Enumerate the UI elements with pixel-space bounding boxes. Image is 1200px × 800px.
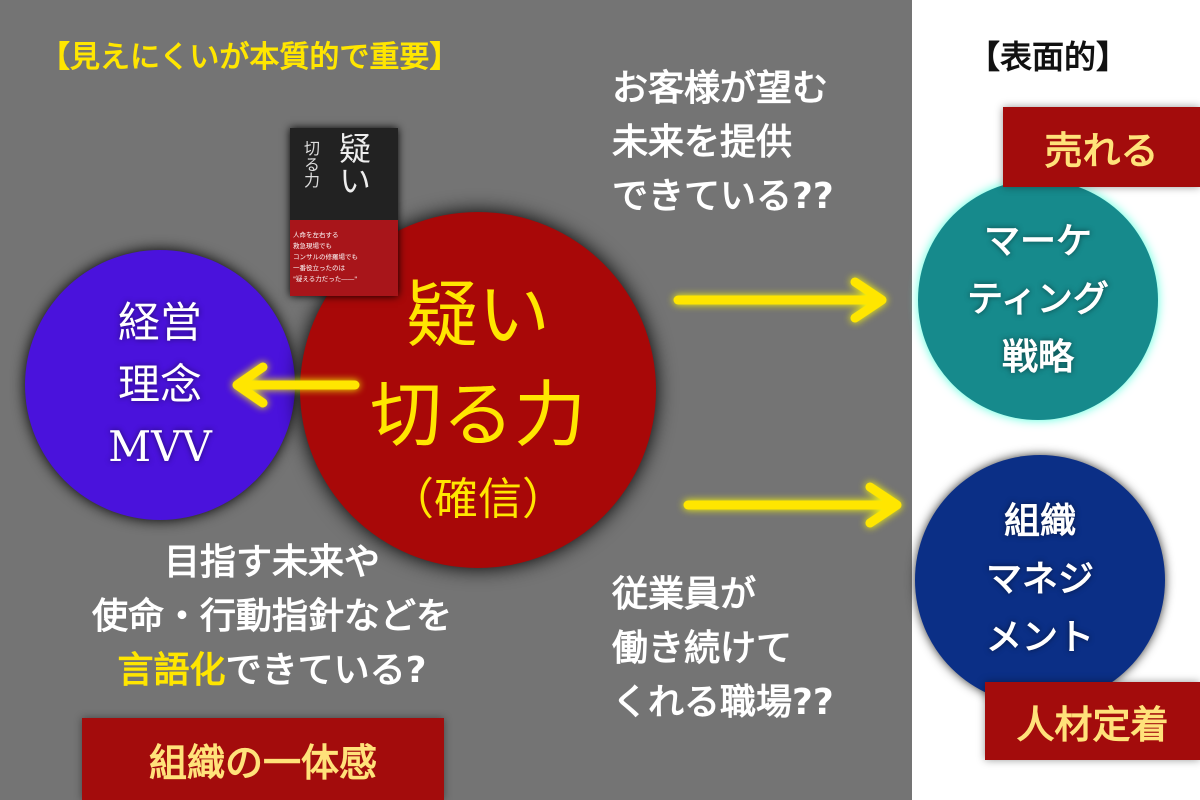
mvv-line: 経営: [117, 298, 202, 347]
center-title-3: （確信）: [390, 474, 566, 525]
org-line: マネジ: [985, 559, 1094, 600]
org-management-circle: 組織 マネジ メント: [915, 455, 1165, 705]
org-line: メント: [985, 617, 1094, 658]
book-title-2: 切る力: [301, 140, 320, 188]
book-blurb: 救急現場でも: [293, 242, 332, 250]
label-unity: 組織の一体感: [82, 718, 444, 800]
marketing-circle: マーケ ティング 戦略: [918, 180, 1158, 420]
book-cover: 切る力 疑い 人命を左右する 救急現場でも コンサルの修羅場でも 一番役立ったの…: [290, 128, 398, 296]
book-blurb: コンサルの修羅場でも: [293, 253, 358, 261]
question-line: 使命・行動指針などを: [91, 596, 452, 637]
question-line: 言語化できている?: [52, 644, 492, 698]
mvv-line: 理念: [117, 360, 202, 409]
book-blurb: 一番役立ったのは: [293, 264, 345, 272]
customer-question: お客様が望む 未来を提供 できている??: [612, 62, 834, 224]
highlight-verbalize: 言語化: [117, 650, 226, 691]
question-line: 目指す未来や: [163, 542, 380, 583]
question-line: 未来を提供: [612, 122, 793, 163]
question-line: 働き続けて: [612, 628, 793, 669]
marketing-line: 戦略: [1001, 337, 1074, 378]
label-sells: 売れる: [1003, 107, 1200, 187]
header-surface: 【表面的】: [968, 38, 1129, 76]
book-title-1: 疑い: [334, 132, 372, 196]
mvv-line: MVV: [108, 422, 212, 471]
center-title-2: 切る力: [369, 373, 586, 457]
question-rest: できている?: [225, 650, 427, 691]
arrow-to-mvv: [232, 362, 360, 408]
question-line: できている??: [612, 176, 834, 217]
question-line: くれる職場??: [612, 682, 834, 723]
book-blurb: "疑える力だった――": [293, 275, 358, 283]
arrow-to-org: [683, 482, 902, 528]
employee-question: 従業員が 働き続けて くれる職場??: [612, 568, 834, 730]
mvv-question: 目指す未来や 使命・行動指針などを 言語化できている?: [52, 536, 492, 698]
question-line: お客様が望む: [612, 68, 829, 109]
marketing-line: マーケ: [983, 221, 1092, 262]
arrow-to-marketing: [673, 277, 887, 323]
header-essential: 【見えにくいが本質的で重要】: [40, 40, 460, 75]
book-blurb: 人命を左右する: [293, 231, 339, 239]
center-title-1: 疑い: [405, 273, 550, 357]
org-line: 組織: [1003, 501, 1076, 542]
marketing-line: ティング: [967, 279, 1109, 320]
label-retention: 人材定着: [985, 682, 1200, 760]
question-line: 従業員が: [612, 574, 757, 615]
